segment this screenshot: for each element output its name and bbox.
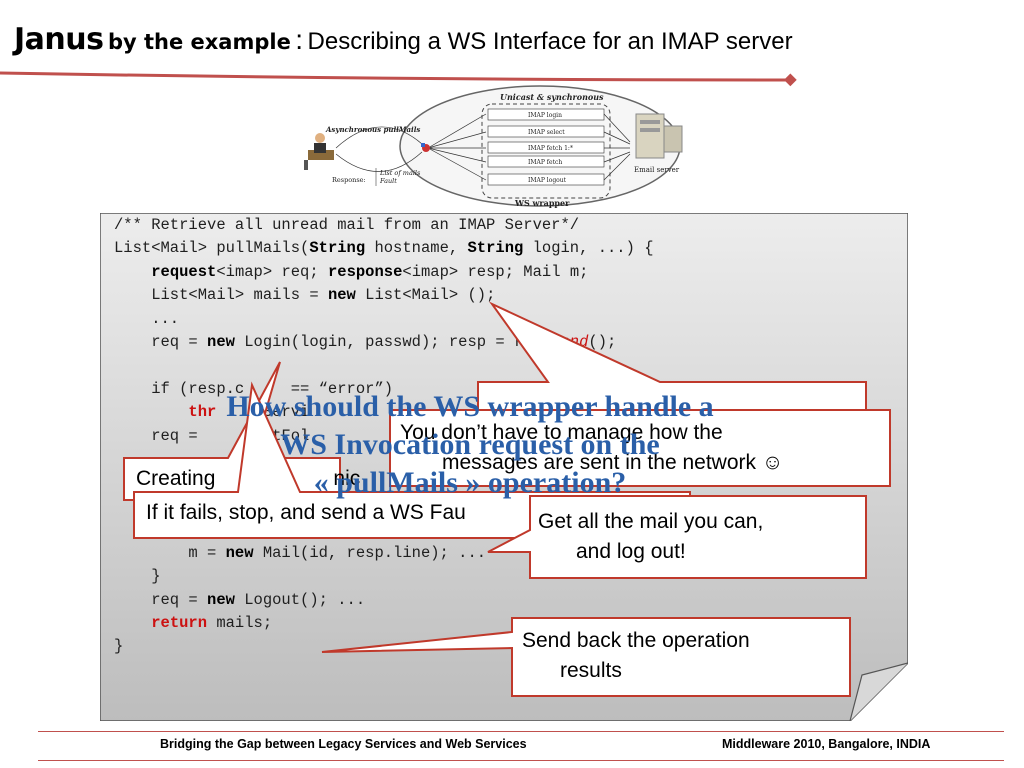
code-line: mails; (207, 613, 273, 632)
question-line3: « pullMails » operation? (313, 466, 627, 499)
callout-creating-text: Creating (136, 467, 216, 490)
question-overlay: How should the WS wrapper handle a WS In… (150, 388, 790, 502)
callout-network-line1: You don’t have to manage how the (400, 421, 723, 444)
code-line: Logout(); ... (234, 590, 366, 609)
footer-rule-top (38, 731, 1004, 732)
code-line: List<Mail> (); (355, 286, 496, 305)
email-server-icon (635, 113, 683, 159)
callout-getmail-line2: and log out! (576, 540, 686, 563)
user-figure-icon (304, 133, 334, 170)
callout-creating-tail: nic (333, 467, 361, 490)
code-line: Login(login, passwd); resp = req. (234, 333, 552, 352)
question-line1: How should the WS wrapper handle a (226, 390, 714, 423)
callout-sendback: Send back the operation results (522, 626, 750, 686)
diagram-server-label: Email server (634, 166, 680, 174)
question-line2: WS Invocation request on the (280, 428, 660, 461)
callout-fails: If it fails, stop, and send a WS Fau (146, 501, 466, 524)
code-keyword: new (207, 333, 235, 352)
diagram-op: IMAP login (528, 112, 562, 119)
code-line: ... (114, 309, 180, 328)
code-keyword: response (327, 262, 403, 281)
code-keyword: new (225, 543, 254, 562)
code-send: send (551, 333, 589, 352)
code-line: } (114, 567, 161, 586)
code-keyword: String (309, 239, 366, 258)
code-line: req = (114, 590, 208, 609)
title-underline (0, 71, 797, 87)
code-line: Mail(id, resp.line); ... (253, 543, 487, 562)
callout-network: You don’t have to manage how the message… (400, 418, 880, 478)
footer-rule-bottom (38, 760, 1004, 761)
code-line: m = (114, 543, 226, 562)
code-line: <imap> resp; Mail m; (402, 262, 589, 281)
diagram-op: IMAP select (528, 129, 565, 136)
diagram-wrapper-label: WS wrapper (514, 198, 570, 208)
code-line: <imap> req; (216, 262, 328, 281)
title-janus: Janus (14, 22, 104, 57)
code-line: (); (588, 333, 617, 352)
callout-getmail: Get all the mail you can, and log out! (538, 507, 763, 567)
code-line: hostname, (365, 239, 468, 258)
title-subtitle: Describing a WS Interface for an IMAP se… (307, 28, 793, 55)
slide-title: Janus by the example : Describing a WS I… (14, 22, 793, 57)
code-keyword: new (327, 286, 356, 305)
code-line: login, ...) { (523, 239, 654, 258)
diagram-fault-label: Fault (379, 177, 397, 185)
code-comment: /** Retrieve all unread mail from an IMA… (114, 216, 580, 234)
code-return: return (151, 613, 208, 632)
code-indent (114, 614, 151, 632)
callout-sendback-line1: Send back the operation (522, 629, 750, 652)
callout-creating: Creating nic (136, 464, 360, 494)
code-keyword: new (207, 590, 235, 609)
diagram-list-label: List of mails (379, 169, 421, 177)
code-line: req = (114, 333, 208, 352)
code-line: List<Mail> pullMails( (114, 239, 310, 258)
footer-right: Middleware 2010, Bangalore, INDIA (722, 737, 931, 751)
code-line: List<Mail> mails = (114, 286, 328, 305)
title-colon: : (295, 24, 304, 55)
code-indent (114, 263, 151, 281)
architecture-diagram: Unicast & synchronous WS wrapper IMAP lo… (304, 85, 683, 208)
diagram-op: IMAP logout (528, 177, 567, 184)
code-line: } (114, 637, 124, 656)
diagram-operations: IMAP login IMAP select IMAP fetch 1:* IM… (487, 108, 605, 186)
footer-left: Bridging the Gap between Legacy Services… (160, 737, 527, 751)
callout-network-line2: messages are sent in the network ☺ (442, 451, 784, 474)
title-by-the-example: by the example (107, 30, 291, 54)
diagram-op: IMAP fetch 1:* (528, 145, 573, 152)
code-keyword: String (467, 239, 524, 258)
diagram-top-label: Unicast & synchronous (500, 92, 604, 102)
callout-getmail-line1: Get all the mail you can, (538, 510, 764, 533)
code-keyword: request (151, 262, 217, 281)
diagram-response-label: Response: (332, 176, 366, 184)
diagram-async-label: Asynchronous pullMails (325, 125, 420, 134)
diagram-op: IMAP fetch (528, 159, 562, 166)
callout-sendback-line2: results (560, 659, 622, 682)
